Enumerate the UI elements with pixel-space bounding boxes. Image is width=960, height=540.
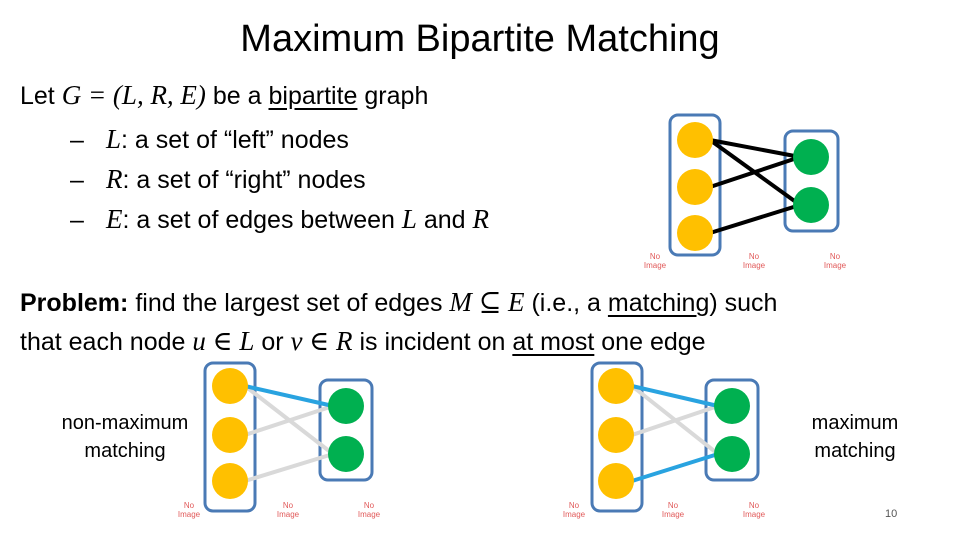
slide-title: Maximum Bipartite Matching	[240, 18, 720, 60]
bullet-symbol: L	[401, 204, 417, 234]
bullet-text: : a set of “right” nodes	[122, 166, 366, 194]
edge-unmatched	[244, 404, 334, 437]
bullet-dash: –	[70, 206, 84, 234]
problem-line-1: Problem: find the largest set of edges M…	[20, 287, 777, 318]
intro-be-a: be a	[212, 82, 262, 110]
edge	[709, 203, 801, 235]
left-node	[212, 368, 248, 404]
graph-maximum	[590, 361, 760, 513]
edge	[709, 155, 801, 189]
edge-unmatched	[631, 404, 719, 437]
intro-graph-def: G = (L, R, E)	[61, 80, 206, 110]
bullet-right-nodes: –R: a set of “right” nodes	[70, 164, 366, 195]
left-node	[598, 368, 634, 404]
graph-non-maximum	[203, 361, 374, 513]
left-node	[677, 215, 713, 251]
caption-line: maximum	[811, 412, 899, 434]
graph-top	[668, 113, 840, 257]
problem-label: Problem:	[20, 289, 129, 317]
problem-line-2: that each node u ∈ L or v ∈ R is inciden…	[20, 326, 706, 357]
caption-maximum: maximum matching	[780, 409, 930, 465]
problem-or: or	[261, 328, 284, 356]
bullet-left-nodes: –L: a set of “left” nodes	[70, 124, 349, 155]
right-node	[714, 388, 750, 424]
problem-math: u ∈ L	[192, 326, 255, 356]
bullet-symbol: L	[106, 124, 122, 154]
right-node	[328, 436, 364, 472]
left-node	[677, 169, 713, 205]
left-node	[677, 122, 713, 158]
bullet-symbol: R	[472, 204, 490, 234]
page-number: 10	[885, 508, 898, 520]
intro-line: Let G = (L, R, E) be a bipartite graph	[20, 80, 428, 111]
bullet-text: : a set of edges between	[122, 206, 395, 234]
problem-math: v ∈ R	[290, 326, 353, 356]
edge-unmatched	[244, 452, 334, 483]
left-node	[212, 463, 248, 499]
intro-bipartite: bipartite	[268, 82, 358, 110]
left-node	[598, 463, 634, 499]
edge-matched	[244, 384, 334, 408]
problem-text: is incident on	[359, 328, 506, 356]
caption-line: non-maximum	[61, 412, 189, 434]
caption-line: matching	[814, 440, 896, 462]
right-node	[714, 436, 750, 472]
problem-text: (i.e., a	[531, 289, 601, 317]
problem-text: ) such	[709, 289, 778, 317]
caption-non-maximum: non-maximum matching	[50, 409, 200, 465]
bullet-dash: –	[70, 126, 84, 154]
right-node	[793, 139, 829, 175]
intro-let: Let	[20, 82, 55, 110]
problem-text: one edge	[601, 328, 706, 356]
problem-text: find the largest set of edges	[135, 289, 443, 317]
right-node	[793, 187, 829, 223]
left-node	[598, 417, 634, 453]
left-node	[212, 417, 248, 453]
bullet-edges: –E: a set of edges between L and R	[70, 204, 489, 235]
edge-matched	[631, 452, 719, 483]
right-node	[328, 388, 364, 424]
caption-line: matching	[84, 440, 166, 462]
bullet-dash: –	[70, 166, 84, 194]
edge-matched	[631, 384, 719, 408]
bullet-symbol: R	[106, 164, 123, 194]
bullet-and: and	[423, 206, 466, 234]
problem-at-most: at most	[512, 328, 595, 356]
bullet-symbol: E	[106, 204, 123, 234]
problem-text: that each node	[20, 328, 186, 356]
bullet-text: : a set of “left” nodes	[121, 126, 349, 154]
problem-matching: matching	[607, 289, 710, 317]
problem-math: M ⊆ E	[449, 287, 525, 317]
intro-graph: graph	[364, 82, 429, 110]
edge	[709, 138, 801, 159]
